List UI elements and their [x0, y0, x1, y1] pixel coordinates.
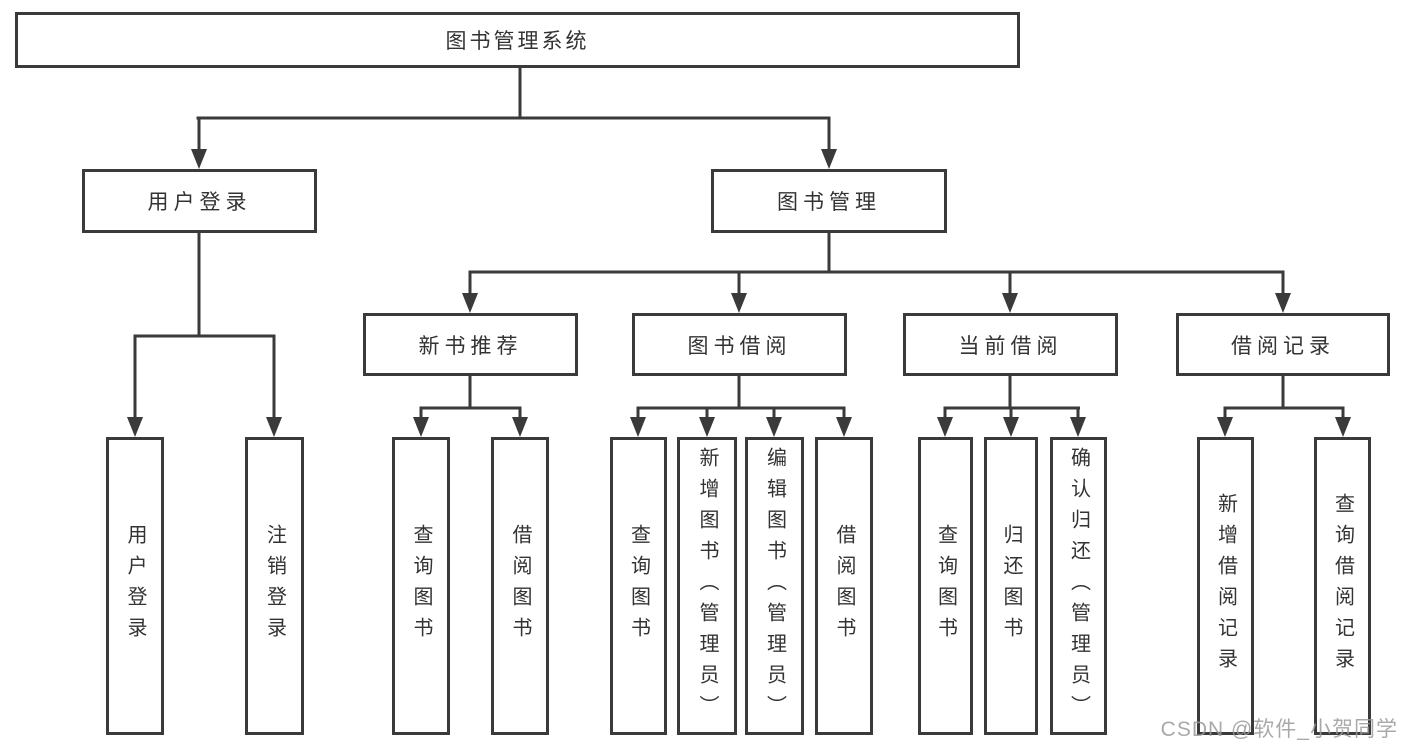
leaf-borrow-books-borrowing: 借阅图书 — [815, 437, 873, 735]
watermark: CSDN @软件_小贺同学 — [1160, 718, 1398, 741]
leaf-logout: 注销登录 — [245, 437, 304, 735]
node-book-borrowing: 图书借阅 — [632, 313, 847, 376]
leaf-add-books-admin: 新增图书（管理员） — [677, 437, 737, 735]
arrowhead-icons — [127, 149, 1351, 437]
leaf-borrow-books-recommend: 借阅图书 — [491, 437, 549, 735]
node-library-system: 图书管理系统 — [15, 12, 1020, 68]
node-current-borrowing: 当前借阅 — [903, 313, 1118, 376]
leaf-confirm-return-admin: 确认归还（管理员） — [1050, 437, 1107, 735]
node-borrowing-records: 借阅记录 — [1176, 313, 1390, 376]
leaf-edit-books-admin: 编辑图书（管理员） — [745, 437, 804, 735]
leaf-query-borrow-record: 查询借阅记录 — [1314, 437, 1371, 735]
node-new-book-recommend: 新书推荐 — [363, 313, 578, 376]
tree-connector-wires — [133, 68, 1345, 419]
node-user-login: 用户登录 — [82, 169, 317, 233]
leaf-query-books-current: 查询图书 — [918, 437, 973, 735]
leaf-user-login: 用户登录 — [106, 437, 164, 735]
node-book-management: 图书管理 — [711, 169, 947, 233]
leaf-query-books-borrowing: 查询图书 — [610, 437, 667, 735]
leaf-query-books-recommend: 查询图书 — [392, 437, 450, 735]
leaf-add-borrow-record: 新增借阅记录 — [1197, 437, 1254, 735]
leaf-return-books: 归还图书 — [984, 437, 1038, 735]
